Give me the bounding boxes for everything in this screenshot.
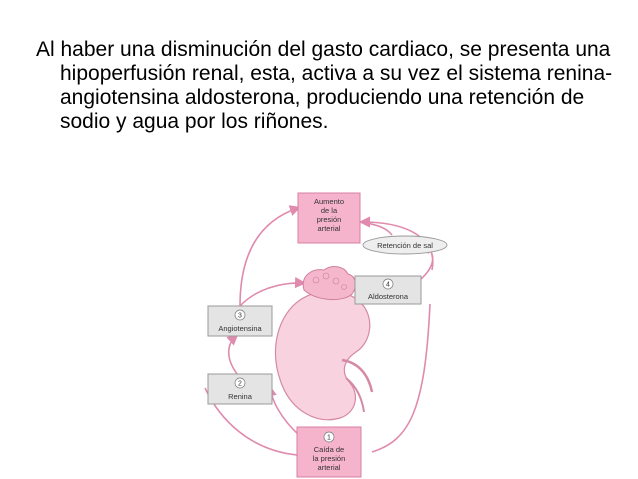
step4-number: 4 — [386, 282, 390, 289]
box-angiotensina: 3 Angiotensina — [207, 305, 273, 337]
retencion-label: Retención de sal — [377, 241, 433, 250]
aumento-line-2: de la — [321, 206, 338, 215]
box-caida-presion: 1 Caída de la presión arterial — [296, 426, 362, 478]
caida-line-2: la presión — [313, 454, 346, 463]
step4-label: Aldosterona — [368, 292, 409, 301]
caida-line-3: arterial — [318, 463, 341, 472]
aumento-line-3: presión — [317, 215, 342, 224]
arrow-left-up — [239, 205, 302, 307]
retencion-sal: Retención de sal — [362, 235, 448, 255]
step1-number: 1 — [327, 435, 331, 442]
arrow-renina-to-angio — [226, 333, 239, 376]
box-aldosterona: 4 Aldosterona — [354, 275, 422, 305]
step2-number: 2 — [238, 381, 242, 388]
arrow-angio-up — [239, 277, 307, 307]
arrow-right-down — [371, 303, 431, 453]
kidney-illustration — [275, 290, 374, 421]
step3-number: 3 — [238, 313, 242, 320]
arrow-retention-to-top — [361, 221, 393, 236]
box-aumento-presion: Aumento de la presión arterial — [297, 192, 361, 244]
box-renina: 2 Renina — [207, 373, 273, 405]
step3-label: Angiotensina — [218, 324, 262, 333]
aumento-line-4: arterial — [318, 224, 341, 233]
aumento-line-1: Aumento — [314, 197, 344, 206]
slide-paragraph: Al haber una disminución del gasto cardi… — [36, 38, 613, 133]
adrenal-gland — [302, 266, 356, 300]
step2-label: Renina — [228, 392, 253, 401]
caida-line-1: Caída de — [314, 445, 344, 454]
